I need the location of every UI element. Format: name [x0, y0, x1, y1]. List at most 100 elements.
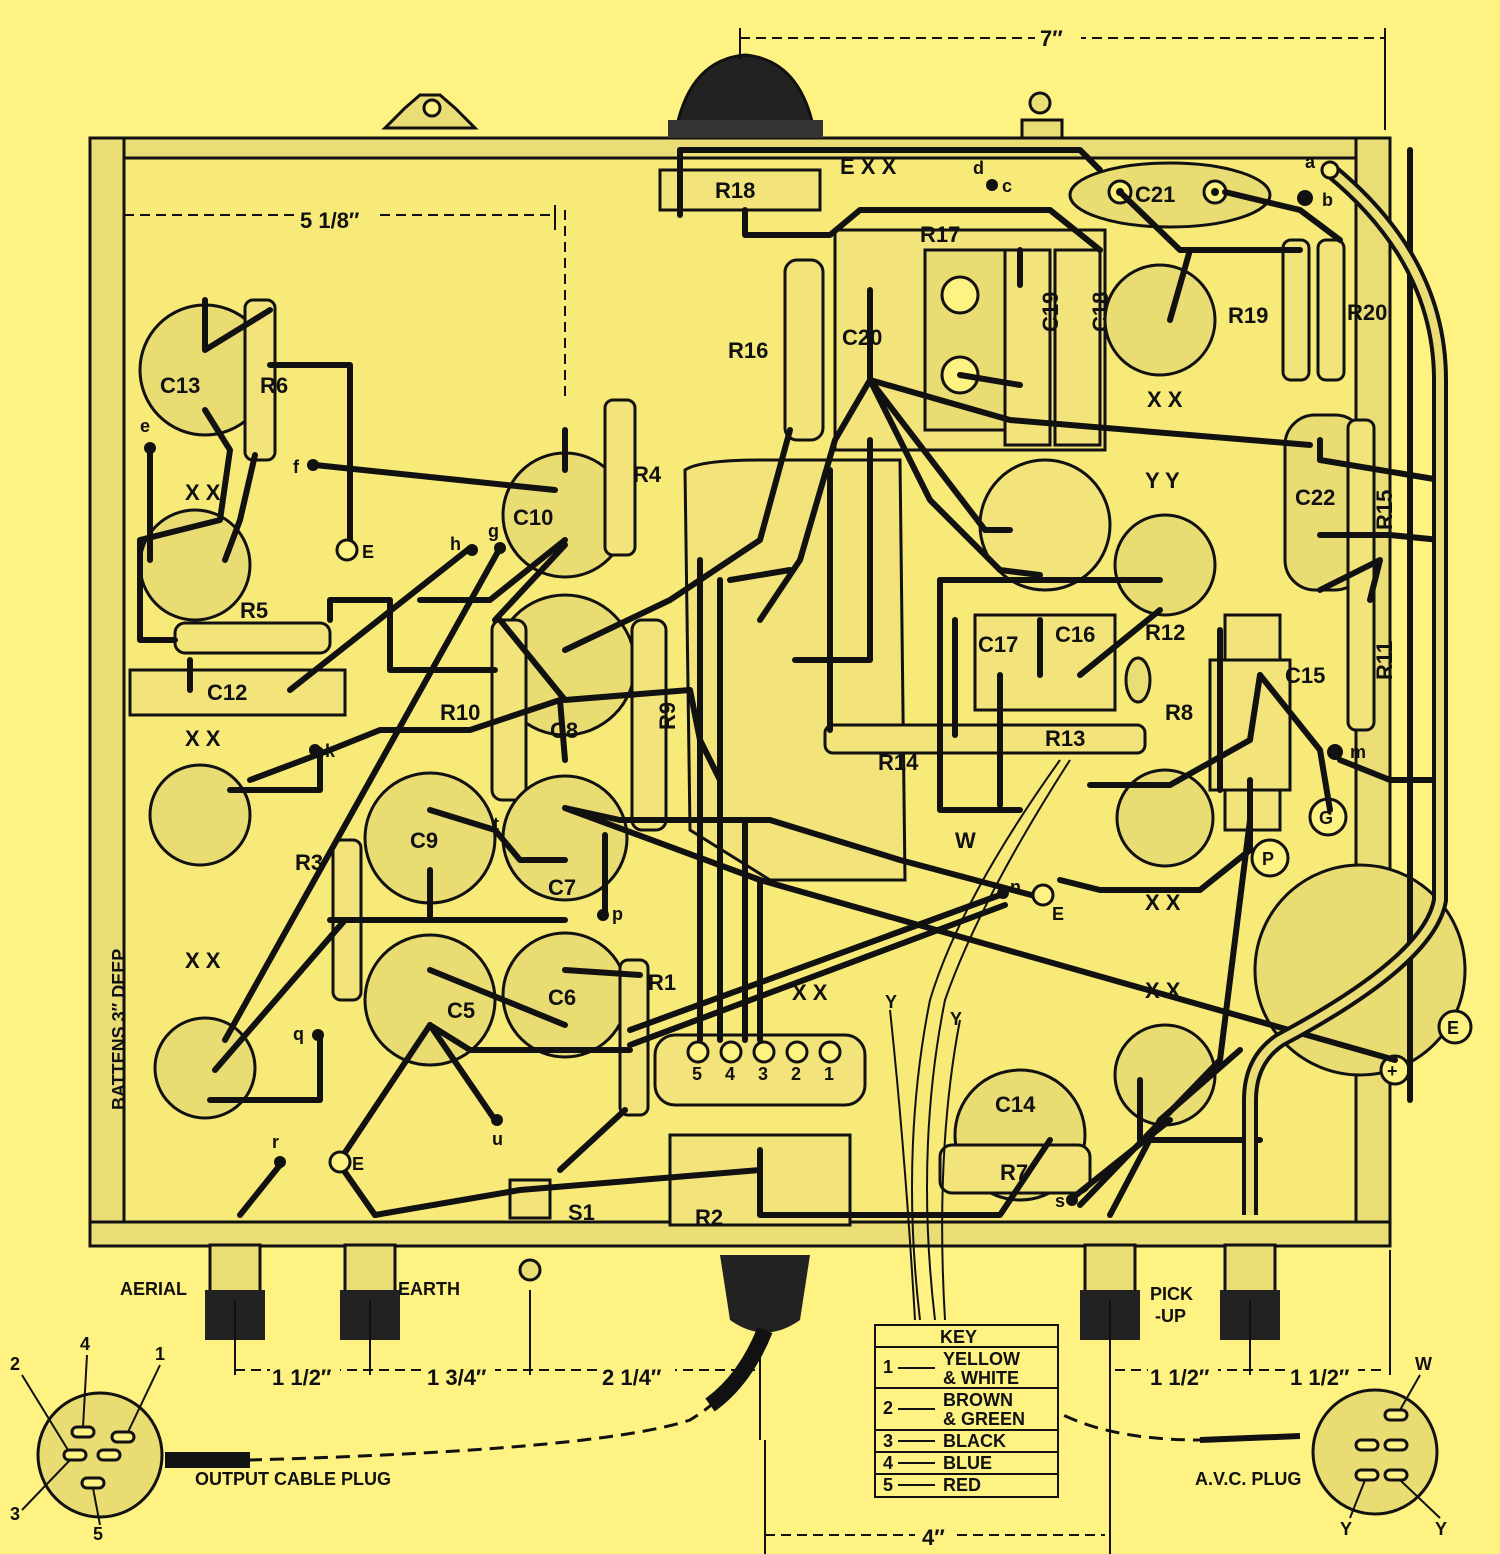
svg-text:R11: R11 [1372, 641, 1397, 680]
dim-pickup-1: 1 1/2″ [1150, 1365, 1210, 1390]
flex-wires: W Y Y [885, 759, 1071, 1321]
key-title: KEY [940, 1327, 977, 1347]
top-fittings [381, 53, 1064, 140]
svg-text:Y: Y [950, 1009, 962, 1029]
svg-text:R16: R16 [728, 338, 768, 363]
svg-text:R4: R4 [633, 462, 662, 487]
label-R18: R18 [715, 178, 755, 203]
avc-pin-w: W [1415, 1354, 1432, 1374]
svg-text:C6: C6 [548, 985, 576, 1010]
terminal-points: a b c d E X X e f g h k m n p q r s t u … [140, 152, 1366, 1211]
svg-text:R1: R1 [648, 970, 676, 995]
point-g: g [488, 521, 499, 541]
point-c: c [1002, 176, 1012, 196]
svg-text:+: + [1387, 1061, 1398, 1081]
dim-5-1-8: 5 1/8″ [300, 208, 360, 233]
svg-text:R14: R14 [878, 750, 919, 775]
dim-7in: 7″ [1040, 26, 1063, 51]
svg-text:R8: R8 [1165, 700, 1193, 725]
strip-num-4: 4 [725, 1064, 735, 1084]
output-cable [165, 1326, 1301, 1468]
svg-text:X X: X X [185, 480, 221, 505]
key-row-1-text-a: YELLOW [943, 1349, 1020, 1369]
svg-text:C9: C9 [410, 828, 438, 853]
dimensions-bottom: 1 1/2″ 1 3/4″ 2 1/4″ 1 1/2″ 1 1/2″ 4″ [234, 1250, 1391, 1554]
dimension-inner: 5 1/8″ [124, 203, 566, 400]
key-row-2-text-b: & GREEN [943, 1409, 1025, 1429]
aerial-label: AERIAL [120, 1279, 187, 1299]
avc-plug-label: A.V.C. PLUG [1195, 1469, 1301, 1489]
key-row-3-num: 3 [883, 1431, 893, 1451]
svg-text:R2: R2 [695, 1205, 723, 1230]
point-e: e [140, 416, 150, 436]
output-plug: 1 2 3 4 5 OUTPUT CABLE PLUG [10, 1334, 391, 1544]
battens-label: BATTENS 3″ DEEP [109, 949, 129, 1110]
point-u: u [492, 1129, 503, 1149]
key-row-1-num: 1 [883, 1357, 893, 1377]
svg-text:C10: C10 [513, 505, 553, 530]
wires [137, 147, 1443, 1218]
earth-label: EARTH [398, 1279, 460, 1299]
key-row-2-num: 2 [883, 1398, 893, 1418]
avc-pin-y1: Y [1340, 1519, 1352, 1539]
svg-text:R20: R20 [1347, 300, 1387, 325]
svg-text:W: W [955, 828, 976, 853]
dim-switch-output: 2 1/4″ [602, 1365, 662, 1390]
point-b: b [1322, 190, 1333, 210]
dim-4in: 4″ [922, 1525, 945, 1550]
svg-text:C16: C16 [1055, 622, 1095, 647]
pickup-label: PICK [1150, 1284, 1193, 1304]
avc-pin-y2: Y [1435, 1519, 1447, 1539]
plug-pin-4: 4 [80, 1334, 90, 1354]
svg-text:S1: S1 [568, 1200, 595, 1225]
key-row-3-text: BLACK [943, 1431, 1006, 1451]
svg-text:R13: R13 [1045, 726, 1085, 751]
plug-pin-1: 1 [155, 1344, 165, 1364]
point-d: d [973, 158, 984, 178]
svg-text:Y: Y [885, 992, 897, 1012]
key-row-1-text-b: & WHITE [943, 1368, 1019, 1388]
point-h: h [450, 534, 461, 554]
svg-text:E: E [1447, 1018, 1459, 1038]
svg-text:C12: C12 [207, 680, 247, 705]
pickup-label-2: -UP [1155, 1306, 1186, 1326]
svg-text:C15: C15 [1285, 663, 1325, 688]
terminal-strip: 5 4 3 2 1 [686, 1040, 842, 1084]
dim-pickup-2: 1 1/2″ [1290, 1365, 1350, 1390]
svg-text:R10: R10 [440, 700, 480, 725]
strip-num-2: 2 [791, 1064, 801, 1084]
strip-num-1: 1 [824, 1064, 834, 1084]
point-f: f [293, 457, 300, 477]
avc-plug: W Y Y A.V.C. PLUG [1195, 1354, 1447, 1539]
svg-text:Y Y: Y Y [1145, 468, 1180, 493]
front-connectors: AERIAL EARTH PICK -UP [120, 1243, 1280, 1340]
svg-text:C19: C19 [1038, 292, 1063, 332]
output-plug-label: OUTPUT CABLE PLUG [195, 1469, 391, 1489]
key-row-5-text: RED [943, 1475, 981, 1495]
svg-text:X X: X X [185, 948, 221, 973]
key-row-4-num: 4 [883, 1453, 893, 1473]
svg-text:R12: R12 [1145, 620, 1185, 645]
svg-text:C7: C7 [548, 875, 576, 900]
key-row-2-text-a: BROWN [943, 1390, 1013, 1410]
dim-earth-switch: 1 3/4″ [427, 1365, 487, 1390]
plug-pin-2: 2 [10, 1354, 20, 1374]
svg-text:C21: C21 [1135, 182, 1175, 207]
strip-num-5: 5 [692, 1064, 702, 1084]
svg-text:E: E [362, 542, 374, 562]
point-t: t [493, 814, 499, 834]
point-q: q [293, 1024, 304, 1044]
svg-text:R9: R9 [655, 702, 680, 730]
svg-text:R6: R6 [260, 373, 288, 398]
svg-text:X X: X X [185, 726, 221, 751]
point-s: s [1055, 1191, 1065, 1211]
svg-text:R15: R15 [1372, 490, 1397, 530]
svg-text:E: E [352, 1154, 364, 1174]
key-table: KEY 1 YELLOW & WHITE 2 BROWN & GREEN 3 B… [874, 1324, 1059, 1498]
key-row-5-num: 5 [883, 1475, 893, 1495]
point-k: k [325, 741, 336, 761]
svg-text:R19: R19 [1228, 303, 1268, 328]
plug-pin-3: 3 [10, 1504, 20, 1524]
dimension-top: 7″ [739, 22, 1386, 130]
svg-text:C20: C20 [842, 325, 882, 350]
